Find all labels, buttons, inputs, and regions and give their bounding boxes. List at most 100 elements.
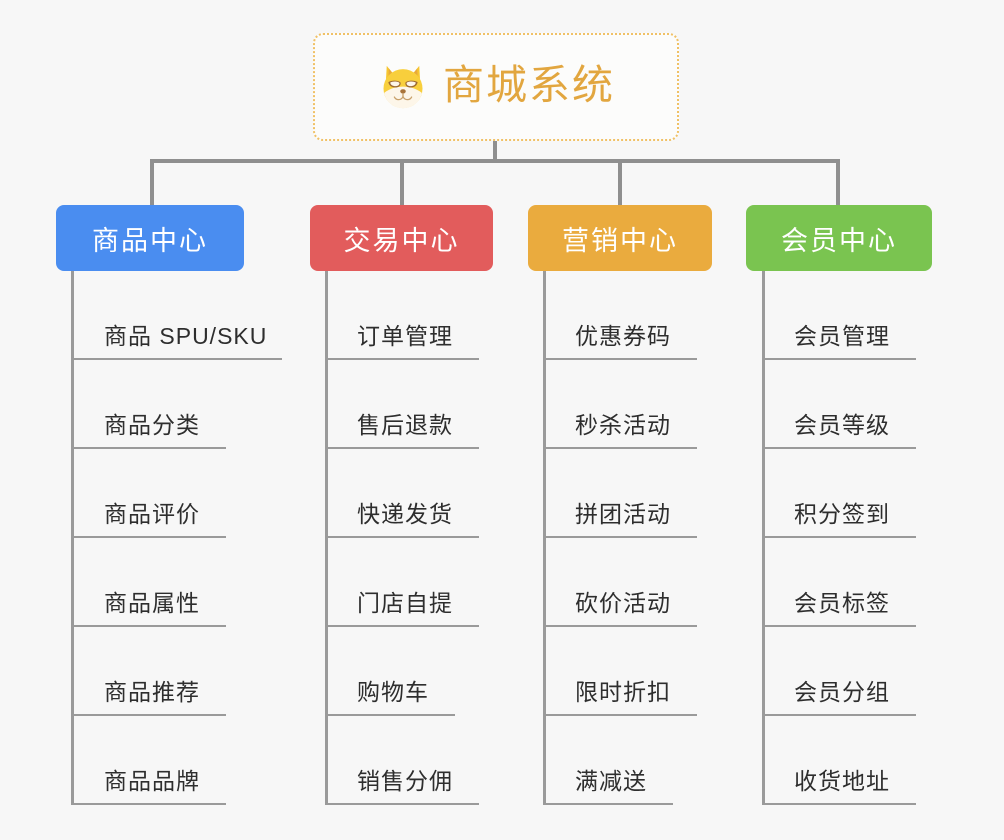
leaf-label: 快递发货 bbox=[357, 501, 453, 527]
leaf-label: 会员分组 bbox=[794, 679, 890, 705]
category-title: 交易中心 bbox=[343, 225, 460, 256]
leaf-label: 商品推荐 bbox=[104, 679, 200, 705]
leaf-item[interactable]: 限时折扣 bbox=[543, 627, 712, 716]
category-title: 商品中心 bbox=[92, 225, 208, 256]
category-box-trade-center[interactable]: 交易中心 bbox=[310, 205, 493, 271]
column-marketing-center: 营销中心优惠券码秒杀活动拼团活动砍价活动限时折扣满减送 bbox=[528, 205, 712, 805]
root-connector-stem bbox=[493, 141, 497, 162]
leaf-item[interactable]: 优惠券码 bbox=[543, 271, 712, 360]
category-box-product-center[interactable]: 商品中心 bbox=[56, 205, 244, 271]
leaf-underline bbox=[543, 714, 697, 716]
leaf-label: 会员标签 bbox=[794, 590, 890, 616]
category-title: 会员中心 bbox=[781, 225, 897, 256]
leaf-label: 拼团活动 bbox=[575, 501, 671, 527]
leaf-label: 积分签到 bbox=[794, 501, 890, 527]
leaf-item[interactable]: 商品分类 bbox=[71, 360, 267, 449]
leaf-label: 收货地址 bbox=[794, 768, 890, 794]
leaf-underline bbox=[543, 625, 697, 627]
leaf-underline bbox=[325, 714, 455, 716]
category-title: 营销中心 bbox=[562, 225, 678, 256]
column-member-center: 会员中心会员管理会员等级积分签到会员标签会员分组收货地址 bbox=[746, 205, 932, 805]
leaf-underline bbox=[762, 803, 916, 805]
leaf-underline bbox=[71, 358, 282, 360]
leaf-underline bbox=[71, 714, 226, 716]
column-product-center: 商品中心商品 SPU/SKU 商品分类商品评价商品属性商品推荐商品品牌 bbox=[56, 205, 282, 805]
connector-drop-product-center bbox=[150, 159, 154, 207]
leaf-underline bbox=[325, 536, 479, 538]
leaf-list-marketing-center: 优惠券码秒杀活动拼团活动砍价活动限时折扣满减送 bbox=[543, 271, 712, 805]
leaf-underline bbox=[543, 803, 673, 805]
leaf-item[interactable]: 订单管理 bbox=[325, 271, 493, 360]
leaf-label: 限时折扣 bbox=[575, 679, 671, 705]
leaf-label: 商品品牌 bbox=[104, 768, 200, 794]
leaf-item[interactable]: 会员分组 bbox=[762, 627, 932, 716]
leaf-item[interactable]: 商品评价 bbox=[71, 449, 267, 538]
leaf-label: 商品 SPU/SKU bbox=[104, 323, 268, 349]
leaf-item[interactable]: 商品推荐 bbox=[71, 627, 267, 716]
leaf-list-trade-center: 订单管理售后退款快递发货门店自提购物车销售分佣 bbox=[325, 271, 493, 805]
category-box-marketing-center[interactable]: 营销中心 bbox=[528, 205, 712, 271]
leaf-item[interactable]: 购物车 bbox=[325, 627, 493, 716]
leaf-label: 销售分佣 bbox=[357, 768, 453, 794]
leaf-label: 门店自提 bbox=[357, 590, 453, 616]
root-connector-bus bbox=[150, 159, 840, 163]
leaf-underline bbox=[71, 625, 226, 627]
leaf-item[interactable]: 会员管理 bbox=[762, 271, 932, 360]
leaf-item[interactable]: 售后退款 bbox=[325, 360, 493, 449]
leaf-underline bbox=[762, 447, 916, 449]
connector-drop-marketing-center bbox=[618, 159, 622, 207]
leaf-underline bbox=[762, 536, 916, 538]
leaf-spine bbox=[762, 271, 765, 805]
leaf-label: 订单管理 bbox=[357, 323, 453, 349]
leaf-item[interactable]: 商品 SPU/SKU bbox=[71, 271, 282, 360]
leaf-item[interactable]: 商品品牌 bbox=[71, 716, 267, 805]
leaf-label: 会员管理 bbox=[794, 323, 890, 349]
leaf-label: 商品属性 bbox=[104, 590, 200, 616]
leaf-label: 会员等级 bbox=[794, 412, 890, 438]
leaf-underline bbox=[762, 625, 916, 627]
leaf-item[interactable]: 会员标签 bbox=[762, 538, 932, 627]
column-trade-center: 交易中心订单管理售后退款快递发货门店自提购物车销售分佣 bbox=[310, 205, 493, 805]
leaf-item[interactable]: 销售分佣 bbox=[325, 716, 493, 805]
leaf-item[interactable]: 满减送 bbox=[543, 716, 712, 805]
leaf-item[interactable]: 商品属性 bbox=[71, 538, 267, 627]
leaf-item[interactable]: 砍价活动 bbox=[543, 538, 712, 627]
leaf-underline bbox=[325, 447, 479, 449]
leaf-spine bbox=[325, 271, 328, 805]
leaf-item[interactable]: 拼团活动 bbox=[543, 449, 712, 538]
category-box-member-center[interactable]: 会员中心 bbox=[746, 205, 932, 271]
leaf-underline bbox=[543, 536, 697, 538]
leaf-underline bbox=[325, 803, 479, 805]
leaf-item[interactable]: 积分签到 bbox=[762, 449, 932, 538]
leaf-item[interactable]: 秒杀活动 bbox=[543, 360, 712, 449]
leaf-underline bbox=[71, 447, 226, 449]
leaf-item[interactable]: 快递发货 bbox=[325, 449, 493, 538]
root-title: 商城系统 bbox=[443, 61, 615, 108]
leaf-label: 优惠券码 bbox=[575, 323, 671, 349]
connector-drop-trade-center bbox=[400, 159, 404, 207]
leaf-label: 商品分类 bbox=[104, 412, 200, 438]
leaf-list-product-center: 商品 SPU/SKU 商品分类商品评价商品属性商品推荐商品品牌 bbox=[71, 271, 282, 805]
leaf-label: 满减送 bbox=[575, 768, 647, 794]
leaf-underline bbox=[325, 358, 479, 360]
shiba-dog-face-icon bbox=[383, 65, 423, 109]
root-node[interactable]: 商城系统 bbox=[313, 33, 679, 141]
leaf-item[interactable]: 门店自提 bbox=[325, 538, 493, 627]
leaf-label: 秒杀活动 bbox=[575, 412, 671, 438]
leaf-list-member-center: 会员管理会员等级积分签到会员标签会员分组收货地址 bbox=[762, 271, 932, 805]
leaf-underline bbox=[543, 447, 697, 449]
connector-drop-member-center bbox=[836, 159, 840, 207]
leaf-underline bbox=[762, 714, 916, 716]
leaf-underline bbox=[71, 536, 226, 538]
leaf-item[interactable]: 会员等级 bbox=[762, 360, 932, 449]
leaf-item[interactable]: 收货地址 bbox=[762, 716, 932, 805]
leaf-underline bbox=[543, 358, 697, 360]
leaf-spine bbox=[543, 271, 546, 805]
leaf-underline bbox=[71, 803, 226, 805]
leaf-underline bbox=[325, 625, 479, 627]
leaf-spine bbox=[71, 271, 74, 805]
leaf-label: 购物车 bbox=[357, 679, 429, 705]
leaf-underline bbox=[762, 358, 916, 360]
leaf-label: 售后退款 bbox=[357, 412, 453, 438]
